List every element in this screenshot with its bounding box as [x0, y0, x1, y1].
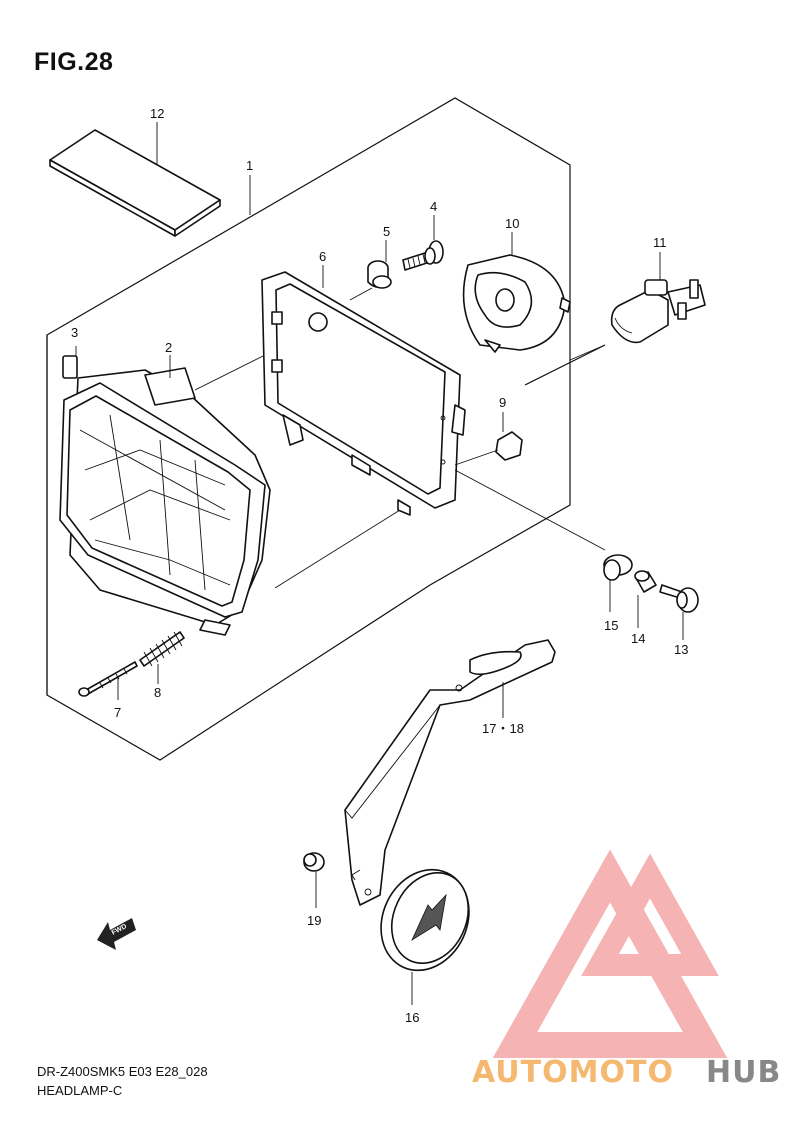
part-10-socket-cover [462, 232, 571, 353]
callout-19: 19 [307, 913, 321, 928]
watermark-automoto: AUTOMOTO [472, 1055, 674, 1090]
part-5-grommet [349, 240, 392, 301]
callout-13: 13 [674, 642, 688, 657]
part-6-headlamp-frame [261, 265, 466, 516]
callout-4: 4 [430, 199, 437, 214]
callout-2: 2 [165, 340, 172, 355]
callout-labels: 12 1 4 5 10 11 6 3 2 9 15 14 13 8 7 17・1… [71, 106, 688, 1025]
part-12-label [49, 122, 221, 237]
fwd-direction-arrow: FWD [97, 918, 136, 950]
part-16-reflector [380, 868, 470, 1005]
callout-9: 9 [499, 395, 506, 410]
callout-6: 6 [319, 249, 326, 264]
part-7-screw [78, 661, 138, 700]
callout-11: 11 [653, 235, 667, 250]
watermark-logo [492, 849, 728, 1058]
figure-title: FIG.28 [34, 48, 114, 76]
section-name: HEADLAMP-C [37, 1083, 123, 1098]
callout-7: 7 [114, 705, 121, 720]
callout-16: 16 [405, 1010, 419, 1025]
part-9-clip [454, 412, 523, 466]
assembly-boundary-frame [46, 97, 571, 761]
part-8-spring [139, 631, 185, 684]
model-code: DR-Z400SMK5 E03 E28_028 [37, 1064, 208, 1079]
part-19-nut [303, 852, 325, 908]
watermark-text: AUTOMOTO HUB [472, 1055, 781, 1090]
part-2-headlamp-unit [59, 355, 271, 636]
callout-10: 10 [505, 216, 519, 231]
callout-14: 14 [631, 631, 645, 646]
part-15-nut [603, 554, 633, 612]
callout-5: 5 [383, 224, 390, 239]
callout-1: 1 [246, 158, 253, 173]
part-13-bolt [659, 584, 699, 640]
part-17-18-bracket [344, 639, 556, 906]
part-11-bulb [610, 252, 706, 344]
part-14-spacer [634, 570, 657, 628]
part-4-bolt [402, 215, 444, 271]
callout-8: 8 [154, 685, 161, 700]
part-3-nut [62, 346, 78, 379]
callout-17-18: 17・18 [482, 721, 524, 736]
callout-12: 12 [150, 106, 164, 121]
watermark-hub: HUB [706, 1055, 781, 1090]
callout-3: 3 [71, 325, 78, 340]
callout-15: 15 [604, 618, 618, 633]
